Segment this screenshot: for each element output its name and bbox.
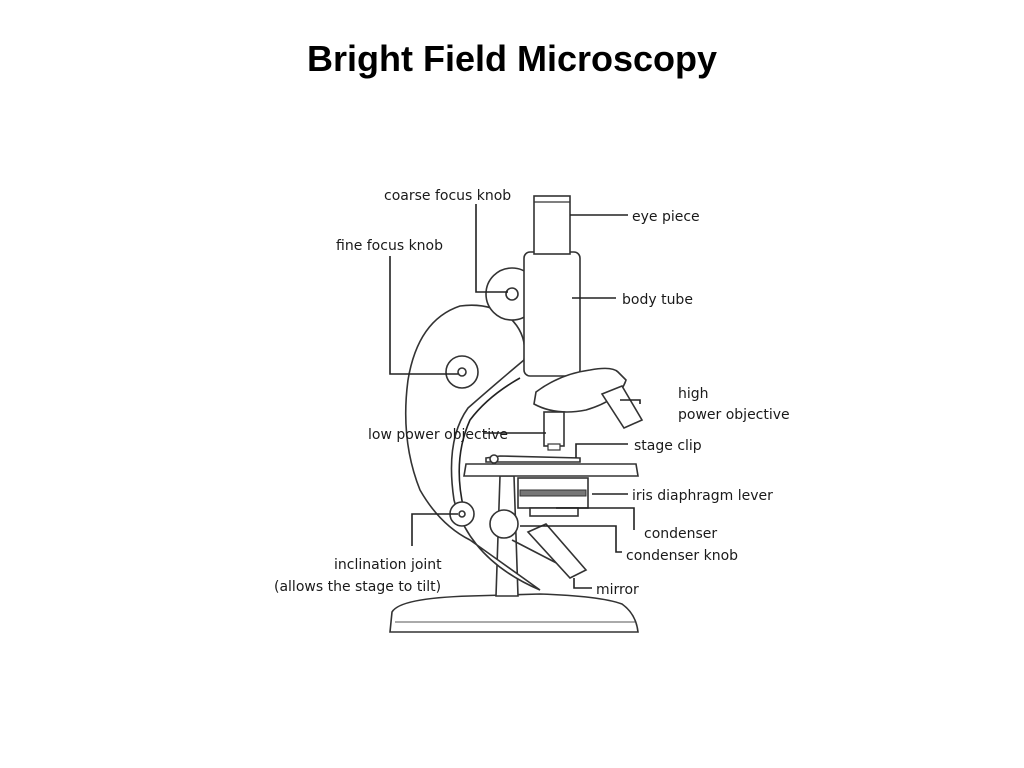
label-fine-focus-knob: fine focus knob: [336, 238, 443, 254]
label-condenser: condenser: [644, 526, 717, 542]
low-power-objective-shape: [543, 411, 565, 447]
leader-lines: [389, 204, 641, 589]
label-inclination-joint-2: (allows the stage to tilt): [274, 579, 441, 595]
eye-piece-shape: [533, 195, 571, 255]
mirror-shape: [526, 523, 588, 579]
label-iris-diaphragm-lever: iris diaphragm lever: [632, 488, 773, 504]
high-power-objective-shape: [600, 385, 644, 430]
slide-title: Bright Field Microscopy: [306, 38, 718, 79]
microscope-arm: [404, 304, 541, 591]
microscope-illustration: [389, 195, 644, 633]
stage: [463, 463, 639, 477]
condenser-knob-shape: [489, 509, 519, 539]
label-stage-clip: stage clip: [634, 438, 702, 454]
label-mirror: mirror: [596, 582, 639, 598]
stage-clip-shape: [485, 455, 581, 463]
label-body-tube: body tube: [622, 292, 693, 308]
label-inclination-joint-1: inclination joint: [334, 557, 442, 573]
microscope-base: [389, 593, 639, 633]
label-coarse-focus-knob: coarse focus knob: [384, 188, 511, 204]
label-eye-piece: eye piece: [632, 209, 700, 225]
label-low-power-objective: low power objective: [368, 427, 508, 443]
body-tube-shape: [523, 251, 581, 377]
label-high-power-objective-1: high: [678, 386, 709, 402]
part-labels: coarse focus knob fine focus knob eye pi…: [274, 188, 790, 598]
label-condenser-knob: condenser knob: [626, 548, 738, 564]
label-high-power-objective-2: power objective: [678, 407, 790, 423]
